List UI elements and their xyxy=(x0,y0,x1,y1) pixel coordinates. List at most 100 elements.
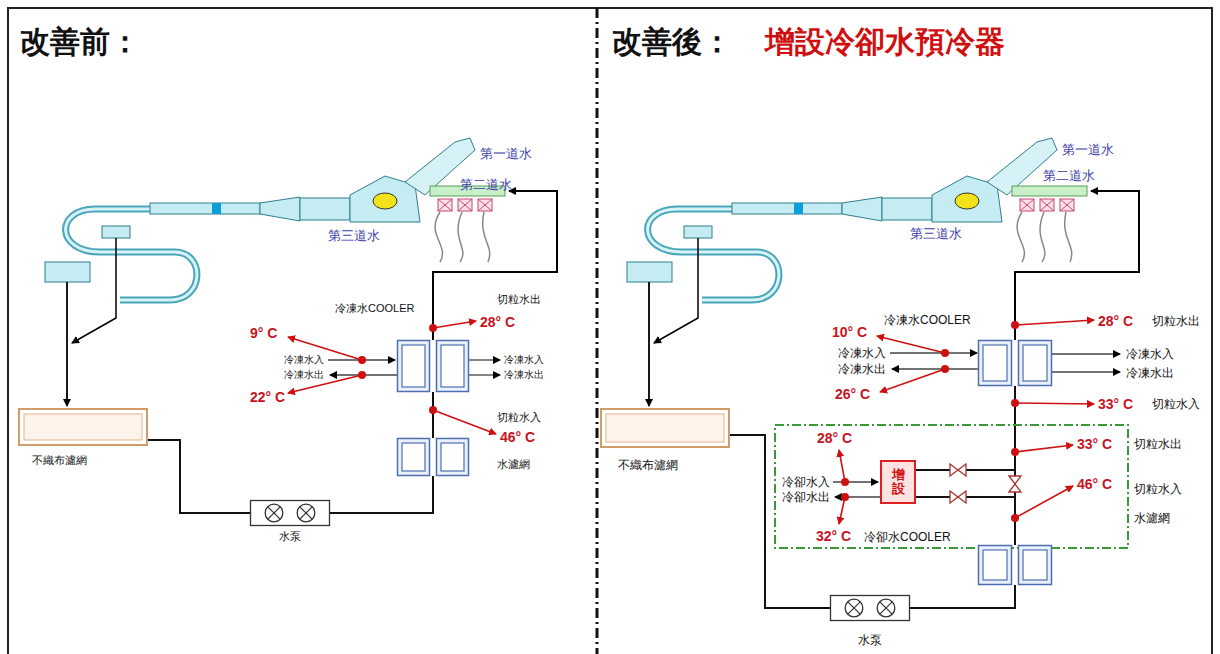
pipe-line xyxy=(916,386,1015,470)
divider xyxy=(596,8,599,654)
leader-arrow xyxy=(839,450,845,482)
leader-arrow xyxy=(1015,445,1073,452)
pipe-line xyxy=(730,435,830,608)
valve-symbol xyxy=(950,491,966,503)
leader-arrow xyxy=(877,336,945,353)
node-label: 水泵 xyxy=(279,530,301,543)
pelletizer xyxy=(627,138,1139,406)
temperature-label: 46° C xyxy=(1077,476,1112,493)
leader-arrow xyxy=(433,410,496,434)
node-shape xyxy=(18,408,148,446)
panel-heading: 改善前： xyxy=(20,24,140,60)
exchanger-shell xyxy=(979,341,1012,386)
pump-cross xyxy=(848,602,860,614)
leader-arrow xyxy=(880,369,945,392)
node-shape xyxy=(250,500,330,526)
exchanger-shell xyxy=(398,341,430,392)
node-label: 冷凍水COOLER xyxy=(335,302,414,315)
chilled-line xyxy=(1052,371,1120,372)
added-cooler xyxy=(881,461,915,503)
exchanger-core xyxy=(402,345,425,387)
leader-arrow xyxy=(433,321,476,328)
panel-heading: 改善後： xyxy=(612,24,732,60)
pipe-label: 冷卻水出 xyxy=(782,490,830,504)
pump-body xyxy=(831,596,910,621)
leader-arrow xyxy=(1015,403,1094,404)
heat-exchanger: 水濾網 xyxy=(397,438,469,476)
exchanger-shell xyxy=(979,546,1012,585)
heat-exchanger: 水濾網 xyxy=(978,545,1052,585)
pipe-label: 冷卻水入 xyxy=(782,475,830,489)
pump-cross xyxy=(268,507,280,519)
pipe-label: 切粒水入 xyxy=(1134,482,1182,496)
water-stage-label: 第三道水 xyxy=(910,226,962,242)
leader-arrow xyxy=(1015,486,1073,518)
pipe-label: 切粒水出 xyxy=(497,293,541,306)
temperature-label: 33° C xyxy=(1077,436,1112,453)
temperature-label: 33° C xyxy=(1098,396,1133,413)
water-stage-label: 第三道水 xyxy=(328,228,380,244)
node-shape xyxy=(397,438,469,476)
box-text: 增設 xyxy=(892,468,905,497)
chilled-line xyxy=(892,368,978,369)
pipe-label: 冷凍水出 xyxy=(284,369,324,381)
cooling-line xyxy=(833,481,878,482)
frame xyxy=(8,8,1212,654)
node-label: 不織布濾網 xyxy=(618,458,678,472)
exchanger-core xyxy=(441,443,464,471)
filter-box: 不織布濾網 xyxy=(18,408,148,446)
temperature-label: 26° C xyxy=(835,386,870,403)
leader-arrows xyxy=(288,320,1094,524)
exchanger-core xyxy=(1023,345,1047,381)
exchanger-core xyxy=(402,443,425,471)
pipe-label: 冷凍水入 xyxy=(504,354,544,366)
temperature-label: 10° C xyxy=(832,324,867,341)
pipe-label: 冷凍水入 xyxy=(838,346,886,360)
node-shape xyxy=(397,340,469,392)
node-shape xyxy=(600,408,730,448)
exchanger-shell xyxy=(398,439,430,476)
exchanger-shell xyxy=(1019,546,1052,585)
leader-arrow xyxy=(839,497,845,524)
node-shape xyxy=(830,595,910,621)
pump-cross xyxy=(300,507,312,519)
node-label: 冷卻水COOLER xyxy=(864,530,951,544)
pipe-label: 冷凍水出 xyxy=(838,362,886,376)
valve-symbol xyxy=(1009,476,1021,492)
exchanger-core xyxy=(983,345,1007,381)
heat-exchanger: 冷凍水COOLER xyxy=(397,340,469,392)
pump-box: 水泵 xyxy=(250,500,330,526)
pipe-label: 切粒水出 xyxy=(1134,437,1182,451)
temperature-label: 28° C xyxy=(1098,313,1133,330)
pipe-label: 切粒水入 xyxy=(497,411,541,424)
panel-heading: 增設冷卻水預冷器 xyxy=(765,24,1005,60)
leader-arrow xyxy=(1015,320,1094,325)
temperature-label: 9° C xyxy=(250,325,277,342)
temperature-label: 46° C xyxy=(500,429,535,446)
pump-cross xyxy=(880,602,892,614)
temperature-label: 28° C xyxy=(817,430,852,447)
pipe-label: 冷凍水入 xyxy=(1126,347,1174,361)
cooler-box: 增設冷卻水COOLER xyxy=(880,460,916,504)
filter-cloth xyxy=(606,414,724,442)
chilled-line xyxy=(469,359,500,360)
pump-impeller xyxy=(297,504,315,522)
exchanger-core xyxy=(441,345,464,387)
pump-box: 水泵 xyxy=(830,595,910,621)
node-shape xyxy=(978,340,1052,386)
pipe-label: 冷凍水出 xyxy=(1126,366,1174,380)
pipe-label: 冷凍水入 xyxy=(284,354,324,366)
pipe-label: 切粒水入 xyxy=(1152,397,1200,411)
exchanger-core xyxy=(1023,550,1047,580)
pipe-line xyxy=(432,392,434,438)
chilled-line xyxy=(1052,353,1120,354)
pump-body xyxy=(251,501,330,526)
pipe-line xyxy=(148,440,250,513)
pump-impeller xyxy=(877,599,895,617)
filter-frame xyxy=(19,409,147,445)
node-label: 不織布濾網 xyxy=(32,454,87,467)
exchanger-shell xyxy=(1019,341,1052,386)
pipe-line xyxy=(910,585,1015,608)
node-label: 水濾網 xyxy=(497,458,530,471)
